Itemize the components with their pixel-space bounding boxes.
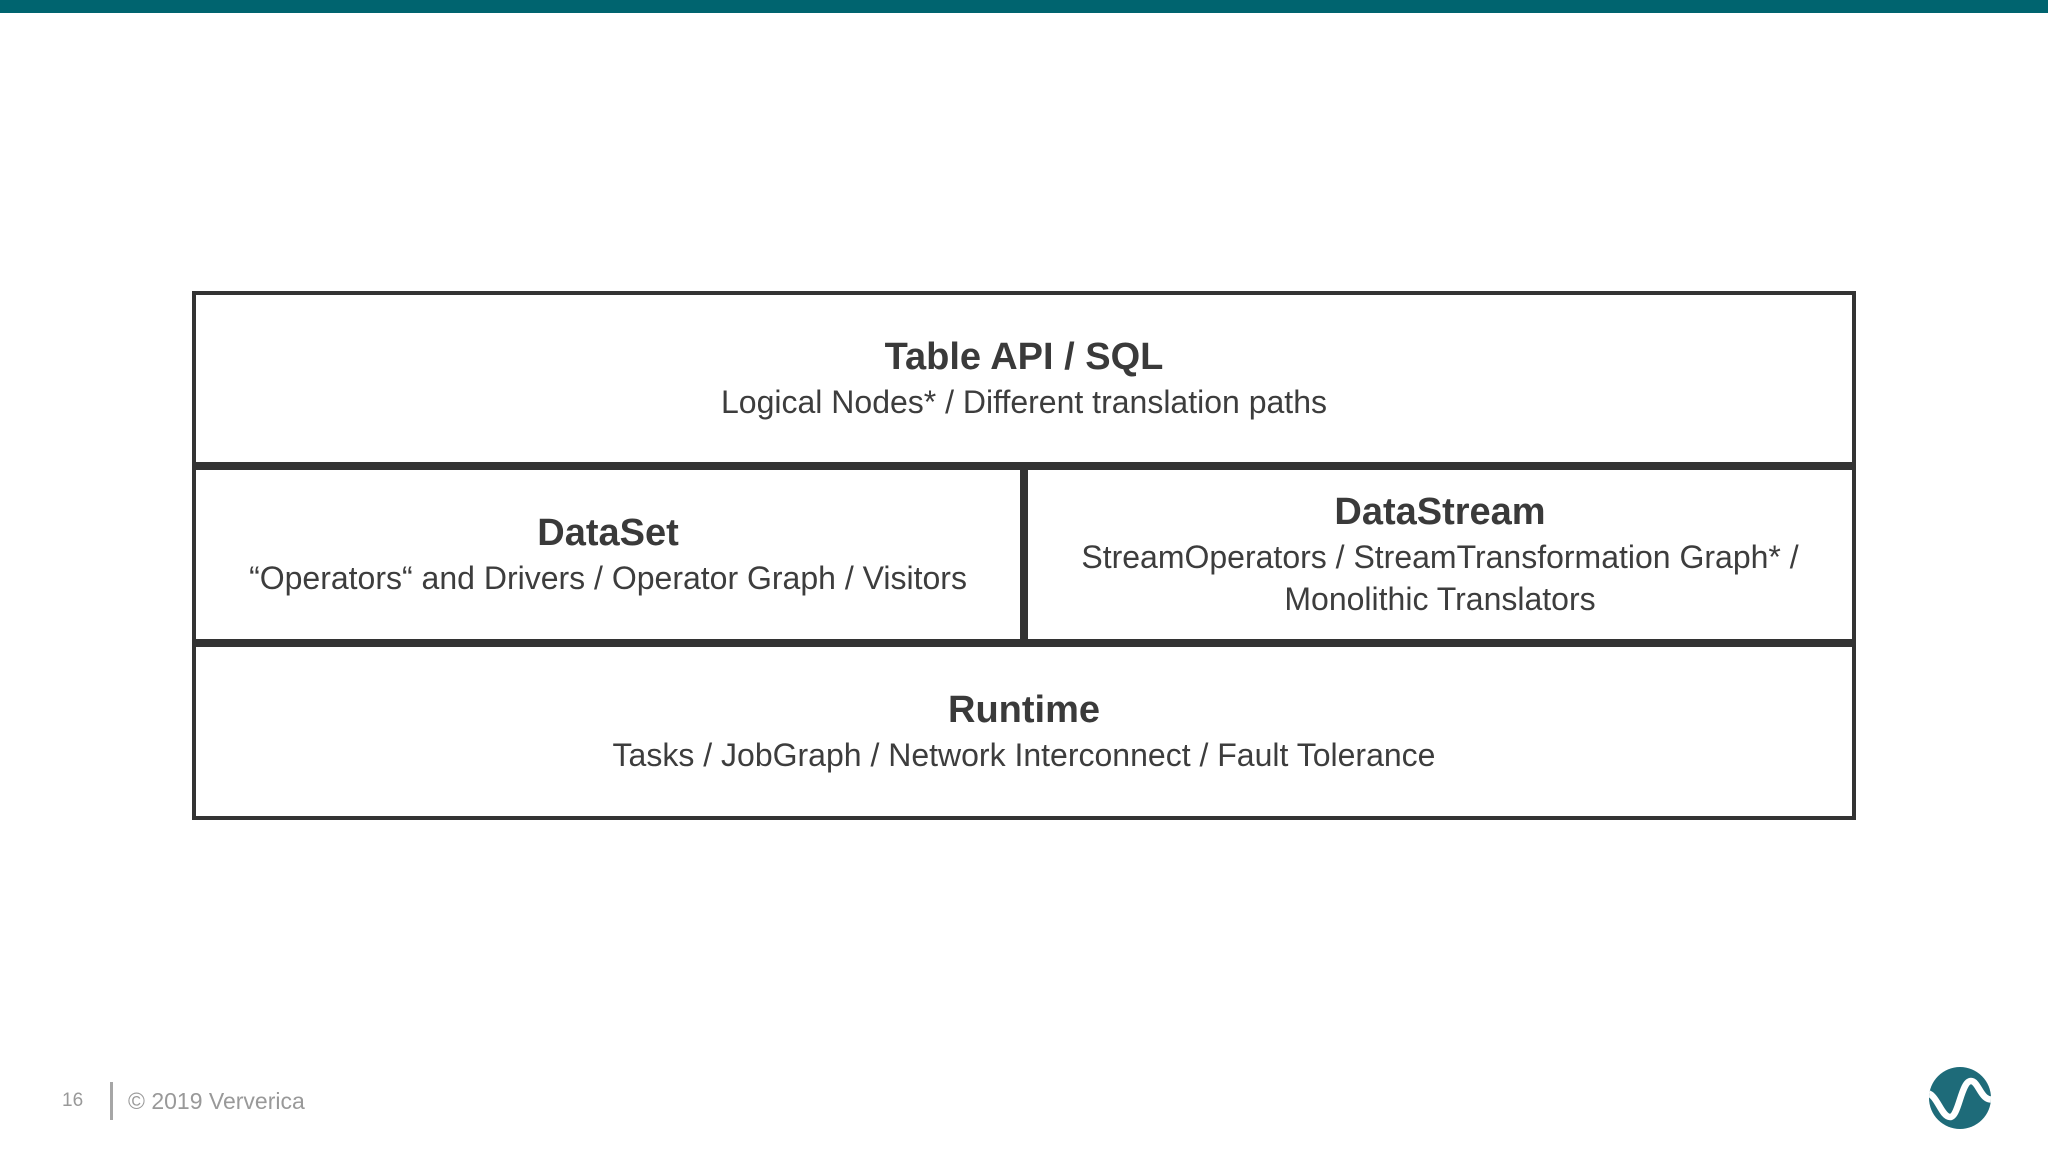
layer-subtitle-dataset: “Operators“ and Drivers / Operator Graph… xyxy=(249,560,967,597)
logo-wave xyxy=(1929,1077,1991,1121)
layer-title-datastream: DataStream xyxy=(1334,490,1546,533)
slide-footer: 16 © 2019 Ververica xyxy=(62,1080,305,1122)
layer-subtitle-runtime: Tasks / JobGraph / Network Interconnect … xyxy=(612,737,1436,774)
copyright-text: © 2019 Ververica xyxy=(128,1087,305,1114)
architecture-diagram: Table API / SQL Logical Nodes* / Differe… xyxy=(192,291,1856,820)
layer-table-api-sql: Table API / SQL Logical Nodes* / Differe… xyxy=(192,291,1856,466)
ververica-logo xyxy=(1928,1066,1992,1130)
page-number: 16 xyxy=(62,1090,84,1111)
footer-divider xyxy=(110,1082,113,1120)
layer-runtime: Runtime Tasks / JobGraph / Network Inter… xyxy=(192,643,1856,820)
layer-dataset: DataSet “Operators“ and Drivers / Operat… xyxy=(192,466,1024,643)
layer-title-table-api-sql: Table API / SQL xyxy=(884,335,1164,378)
layer-subtitle-datastream: StreamOperators / StreamTransformation G… xyxy=(1081,539,1799,618)
layer-title-runtime: Runtime xyxy=(948,688,1100,731)
layer-subtitle-table-api-sql: Logical Nodes* / Different translation p… xyxy=(721,384,1327,421)
layer-datastream: DataStream StreamOperators / StreamTrans… xyxy=(1024,466,1856,643)
layer-title-dataset: DataSet xyxy=(537,511,679,554)
top-accent-bar xyxy=(0,0,2048,13)
ververica-wave-icon xyxy=(1929,1067,1991,1129)
